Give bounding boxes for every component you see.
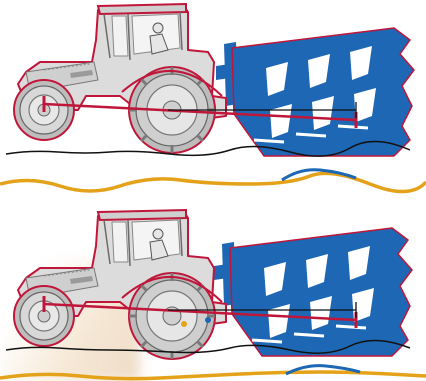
plough-top — [216, 28, 414, 156]
linkage-point-yellow — [181, 321, 187, 327]
panel-bottom — [0, 210, 426, 379]
tractor-top — [14, 4, 226, 153]
soil-wave-bottom — [0, 372, 426, 379]
linkage-point-blue — [205, 317, 211, 323]
tractor-bottom — [14, 210, 226, 359]
plough-bottom — [214, 228, 412, 356]
panel-top — [0, 4, 426, 192]
soil-wave-top — [0, 173, 426, 191]
